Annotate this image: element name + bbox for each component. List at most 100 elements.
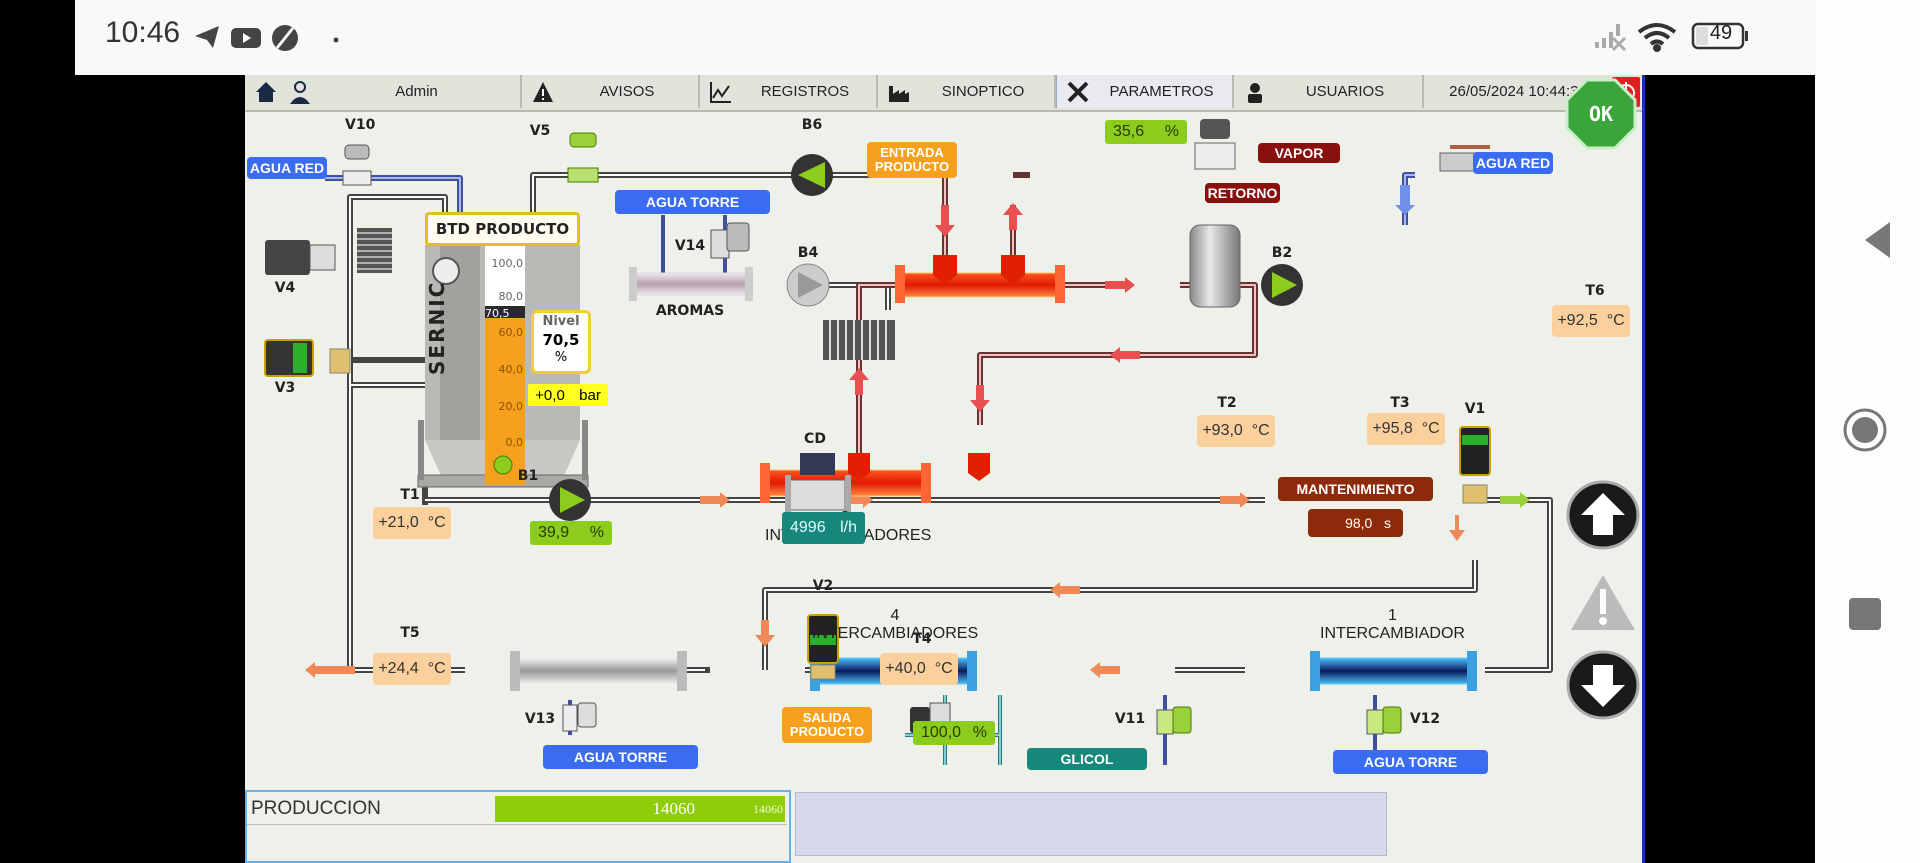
pump-label: B2 [1271,245,1293,261]
android-status-bar: 10:46 49 [75,0,1815,75]
valve-label: V2 [812,578,834,594]
glicol-tag: GLICOL [1027,748,1147,770]
agua-red-tag: AGUA RED [247,157,327,179]
production-value-small: 14060 [753,802,783,816]
temp-label: T3 [1390,395,1410,411]
tank-brand: SERNIC [425,280,449,375]
temp-t5: +24,4 °C [373,653,451,685]
recents-icon[interactable] [1849,598,1881,630]
scale-tick: 0,0 [505,436,524,449]
message-panel [795,792,1387,856]
valve-v12-icon [1366,706,1402,735]
temp-label: T1 [400,487,420,503]
aromas-label: AROMAS [655,303,725,319]
heat-exchanger-top-red [895,255,1065,303]
valve-v1-icon [1459,426,1491,504]
scale-tick: 40,0 [498,363,524,376]
flowmeter-label: CD [804,431,826,447]
home-icon[interactable] [253,80,279,104]
tab-parametros[interactable]: PARAMETROS [1056,75,1234,108]
retorno-tag: RETORNO [1205,183,1280,203]
level-readout: Nivel 70,5 % [531,310,591,374]
process-diagram [264,78,1640,765]
flow-arrow [305,662,355,678]
clock: 10:46 [105,16,181,49]
valve-v13-icon [562,702,597,732]
agua-red-tag-2: AGUA RED [1473,152,1553,174]
pump-b4-icon [786,263,830,307]
valve-vapor-icon [1194,119,1236,170]
b1-speed-readout: 39,9% [530,521,612,545]
tools-icon [1065,80,1091,104]
valve-v10-icon [342,144,372,186]
back-icon[interactable] [1865,222,1890,258]
valve-label: V1 [1464,401,1486,417]
scroll-up-button[interactable] [1566,480,1640,550]
scada-hmi-screen: Admin AVISOS REGISTROS SINOPTICO PARAMET… [245,75,1645,863]
valve-v5-icon [567,132,599,183]
glycol-valve-readout: 100,0% [913,721,995,745]
valve-label: V14 [674,238,706,254]
agua-torre-tag-aromas: AGUA TORRE [615,190,770,214]
tab-registros[interactable]: REGISTROS [700,75,878,108]
flow-arrow [1090,662,1120,678]
tab-usuarios[interactable]: USUARIOS [1234,75,1424,108]
flowmeter-cd-icon [785,453,851,515]
notification-icons [195,25,339,51]
valve-v2-icon [807,614,839,680]
heat-exchanger-1 [1310,651,1477,691]
agua-torre-tag-v13: AGUA TORRE [543,745,698,769]
valve-label: V4 [274,280,296,296]
heat-exchanger-cooling-tower [510,651,687,691]
ok-label: OK [1588,101,1614,126]
temp-t3: +95,8 °C [1367,413,1445,445]
chart-icon [708,80,734,104]
window-border [1642,75,1645,863]
holding-time-readout: 98,0 s [1308,509,1403,537]
pump-label: B1 [517,468,539,484]
datetime: 26/05/2024 10:44:36 [1449,83,1587,100]
valve-label: V5 [529,123,551,139]
scroll-down-button[interactable] [1566,650,1640,720]
temp-label: T5 [400,625,420,641]
dot-icon [333,37,339,43]
valve-v3-icon [264,339,351,377]
scale-tick: 100,0 [491,257,524,270]
production-value: 14060 [652,799,696,818]
heat-exchanger-aromas [629,267,753,301]
home-icon[interactable] [1843,408,1887,452]
ok-status-icon [1565,78,1637,150]
temp-t1: +21,0 °C [373,507,451,539]
valve-v11-icon [1156,706,1192,735]
flow-arrow [755,620,775,647]
scale-tick: 20,0 [498,400,524,413]
factory-icon [886,80,912,104]
scale-tick: 60,0 [498,326,524,339]
temp-label: T6 [1585,283,1605,299]
datetime-cell: 26/05/2024 10:44:36 [1424,75,1612,108]
valve-label: V12 [1409,711,1441,727]
tank-title: BTD PRODUCTO [425,212,580,246]
android-nav-bar [1815,0,1920,863]
valve-label: V13 [524,711,556,727]
alarm-warning-icon [1571,575,1635,630]
valve-v14-icon [710,222,750,259]
production-counter: 14060 14060 [495,796,785,822]
user-name: Admin [395,83,438,100]
valve-label: V3 [274,380,296,396]
user-cell[interactable]: Admin [245,75,522,108]
user-icon [287,80,313,104]
battery-icon [1691,22,1748,50]
tab-sinoptico[interactable]: SINOPTICO [878,75,1056,108]
salida-producto-tag: SALIDA PRODUCTO [782,707,872,743]
flow-arrow [1050,582,1080,598]
temp-t4: +40,0 °C [880,653,958,685]
tab-avisos[interactable]: AVISOS [522,75,700,108]
pump-label: B6 [801,117,823,133]
pump-label: B4 [797,245,819,261]
battery-level: 49 [1709,22,1733,44]
valve-v4-icon [265,240,336,275]
flow-arrow [1449,515,1465,541]
